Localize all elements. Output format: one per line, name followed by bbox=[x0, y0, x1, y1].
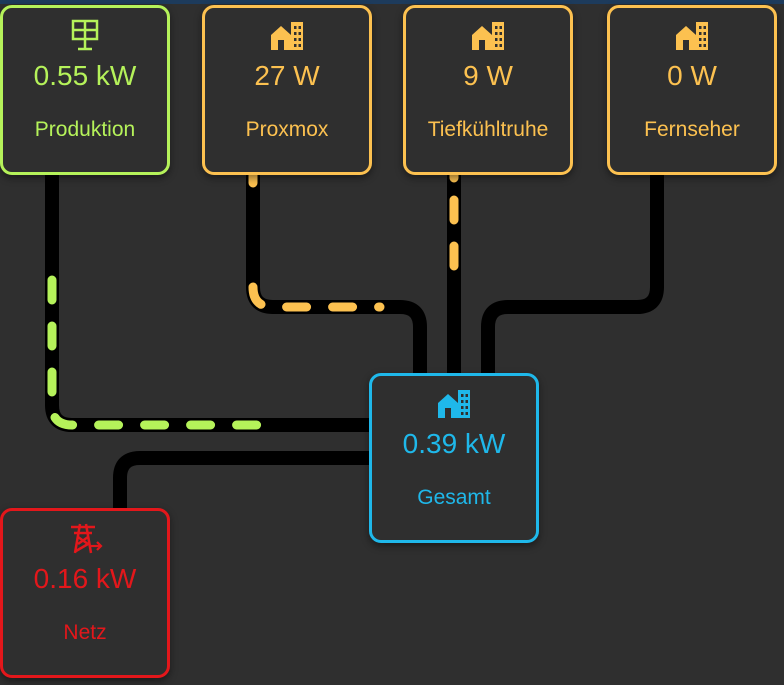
flow-line-grid bbox=[113, 451, 379, 519]
total-label: Gesamt bbox=[417, 486, 491, 509]
flow-line-proxmox bbox=[246, 165, 427, 385]
flow-line-production bbox=[45, 165, 379, 432]
consumer-value: 27 W bbox=[254, 60, 320, 91]
grid-card[interactable]: 0.16 kW Netz bbox=[0, 508, 170, 678]
total-card[interactable]: 0.39 kW Gesamt bbox=[369, 373, 539, 543]
consumer-card-proxmox[interactable]: 27 W Proxmox bbox=[202, 5, 372, 175]
grid-label: Netz bbox=[63, 621, 107, 644]
total-value: 0.39 kW bbox=[402, 428, 506, 459]
consumer-label: Proxmox bbox=[245, 118, 329, 141]
flow-dash-production bbox=[47, 275, 267, 430]
consumer-label: Fernseher bbox=[644, 118, 740, 141]
grid-value: 0.16 kW bbox=[33, 563, 137, 594]
top-bar bbox=[0, 0, 784, 4]
flow-line-fernseher bbox=[481, 165, 664, 385]
flow-dash-proxmox bbox=[248, 170, 385, 312]
consumer-card-tiefkuehltruhe[interactable]: 9 W Tiefkühltruhe bbox=[403, 5, 573, 175]
production-value: 0.55 kW bbox=[33, 60, 137, 91]
transmission-tower-icon bbox=[3, 521, 167, 557]
solar-panel-icon bbox=[3, 18, 167, 54]
consumer-card-fernseher[interactable]: 0 W Fernseher bbox=[607, 5, 777, 175]
production-label: Produktion bbox=[34, 118, 136, 141]
production-card[interactable]: 0.55 kW Produktion bbox=[0, 5, 170, 175]
consumer-value: 9 W bbox=[463, 60, 513, 91]
home-city-icon bbox=[610, 18, 774, 54]
home-city-icon bbox=[205, 18, 369, 54]
consumer-value: 0 W bbox=[667, 60, 717, 91]
home-city-icon bbox=[372, 386, 536, 422]
home-city-icon bbox=[406, 18, 570, 54]
consumer-label: Tiefkühltruhe bbox=[427, 118, 549, 141]
